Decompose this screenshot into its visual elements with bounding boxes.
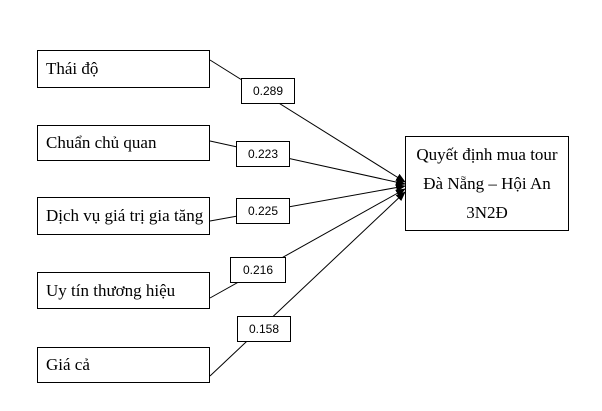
factor-label: Dịch vụ giá trị gia tăng — [46, 206, 204, 225]
factor-box-dich-vu: Dịch vụ giá trị gia tăng — [37, 197, 210, 235]
coefficient-label: 0.158 — [237, 316, 291, 342]
factor-label: Uy tín thương hiệu — [46, 280, 176, 300]
factor-box-uy-tin: Uy tín thương hiệu — [37, 272, 210, 309]
outcome-line: Đà Nẵng – Hội An — [423, 174, 551, 193]
coefficient-label: 0.216 — [230, 257, 286, 283]
factor-label: Chuẩn chủ quan — [46, 133, 157, 152]
arrow-gia-ca — [209, 191, 406, 377]
coefficient-label: 0.225 — [236, 198, 290, 224]
outcome-line: 3N2Đ — [466, 203, 508, 222]
coefficient-label: 0.223 — [236, 141, 290, 167]
outcome-line: Quyết định mua tour — [416, 145, 558, 164]
factor-box-chuan-chu-quan: Chuẩn chủ quan — [37, 125, 210, 161]
factor-label: Thái độ — [46, 59, 99, 78]
coefficient-label: 0.289 — [241, 78, 295, 104]
factor-box-gia-ca: Giá cả — [37, 347, 210, 383]
outcome-box: Quyết định mua tour Đà Nẵng – Hội An 3N2… — [405, 136, 569, 231]
factor-box-thai-do: Thái độ — [37, 50, 210, 88]
factor-label: Giá cả — [46, 355, 90, 374]
